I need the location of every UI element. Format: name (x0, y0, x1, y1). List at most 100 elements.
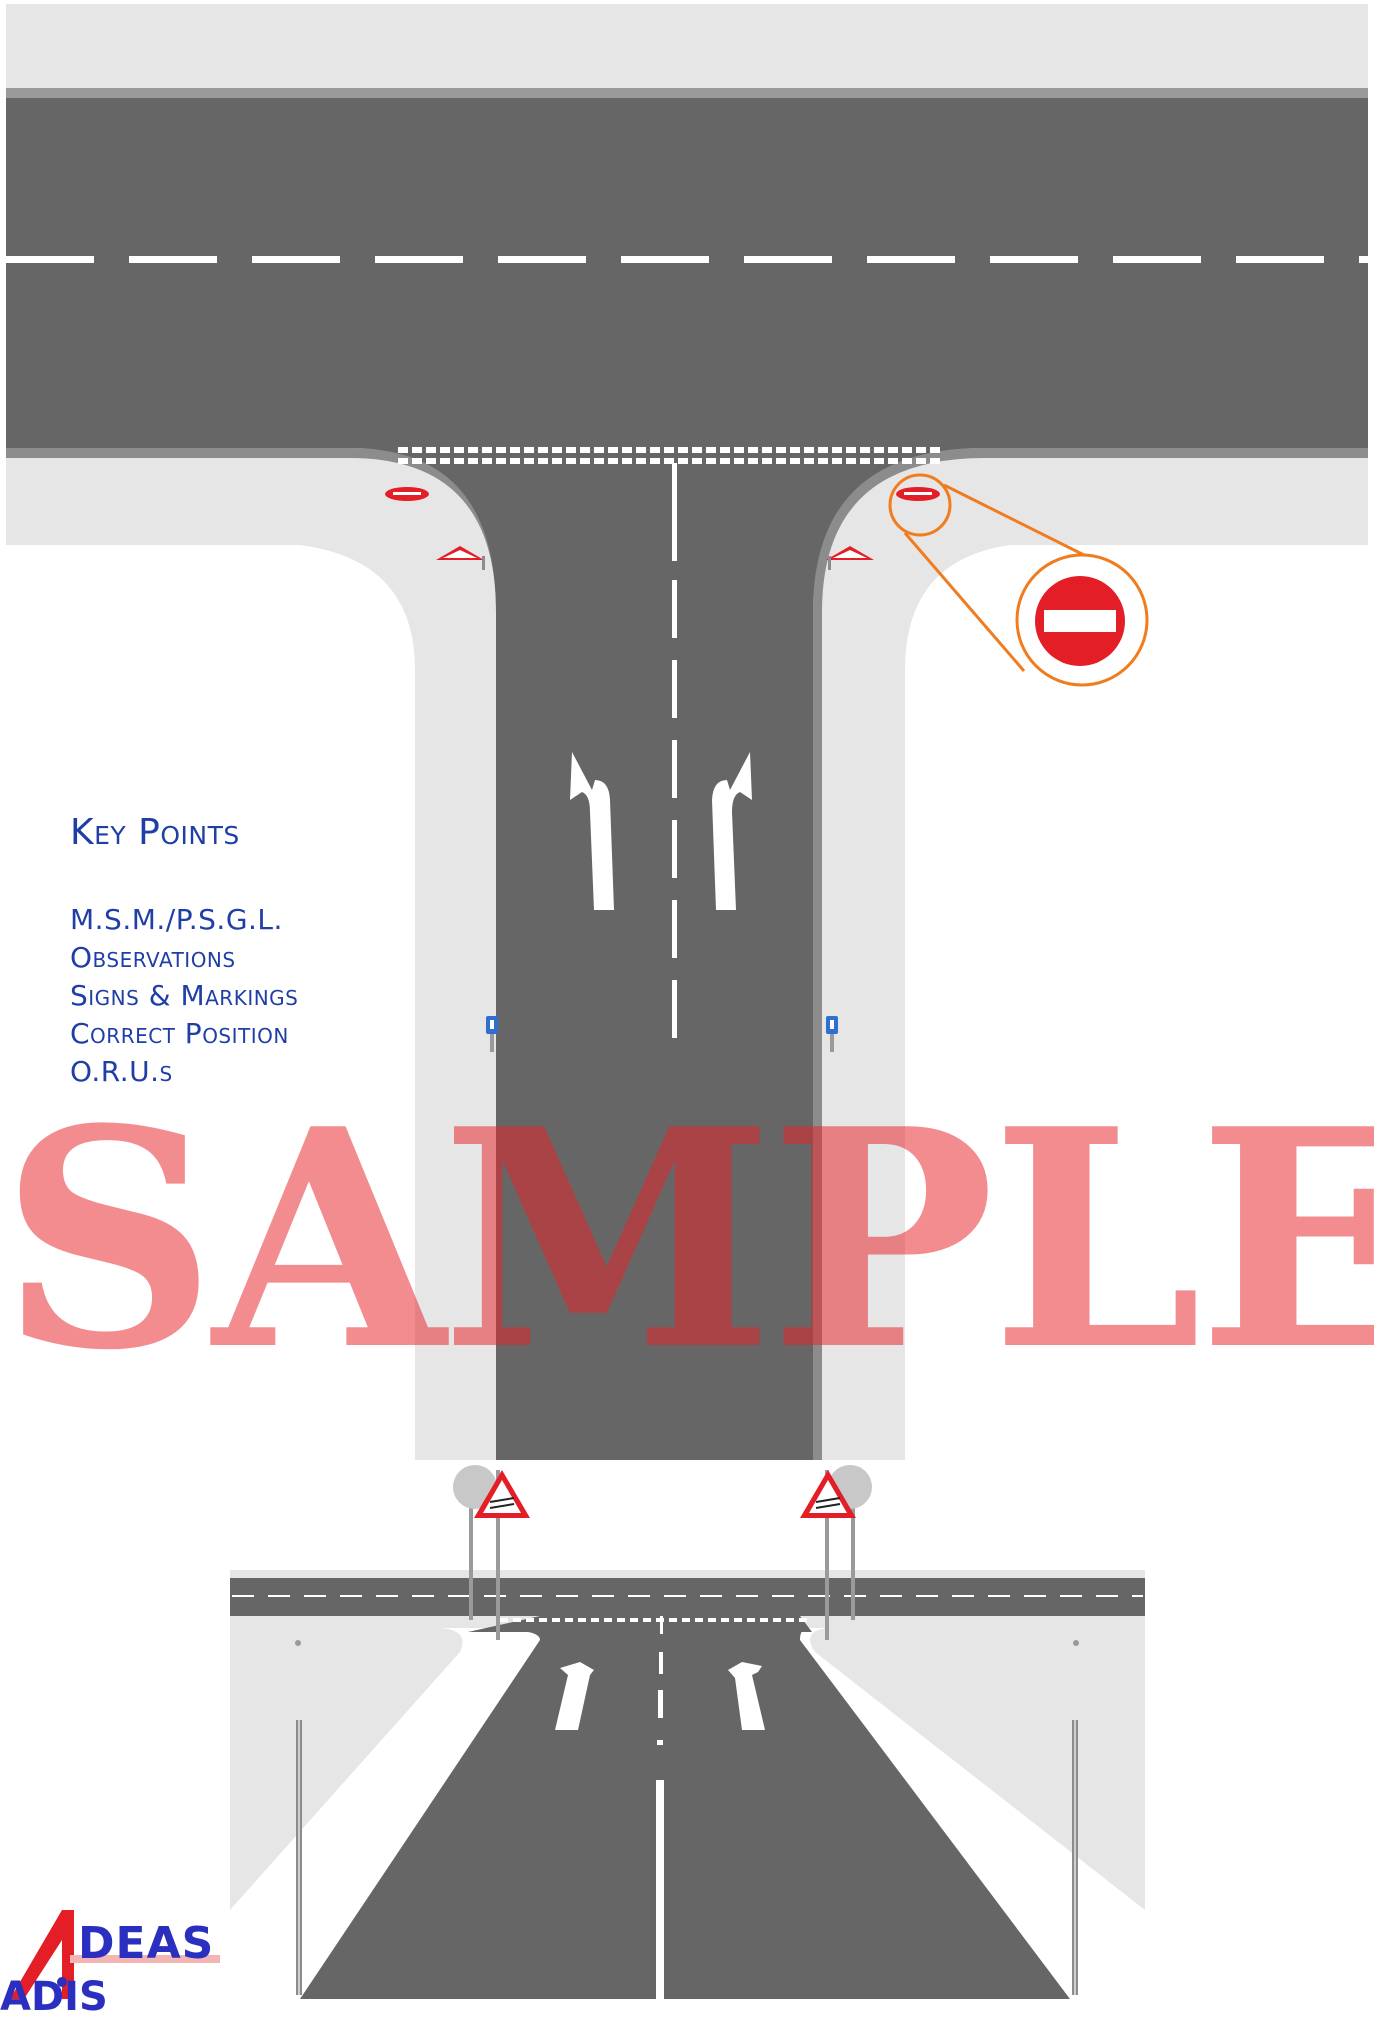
give-way-block (622, 458, 632, 464)
give-way-block (426, 458, 436, 464)
persp-side-road (300, 1630, 1070, 1999)
give-way-block (804, 447, 814, 453)
give-way-block (706, 458, 716, 464)
side-centre-dash (672, 580, 677, 638)
persp-verge-right (810, 1628, 1145, 1910)
give-way-block (454, 447, 464, 453)
give-way-block (426, 447, 436, 453)
side-road-verge-right (818, 448, 1368, 1460)
give-way-block (790, 447, 800, 453)
give-way-block (524, 458, 534, 464)
side-centre-dash (672, 820, 677, 878)
give-way-block (692, 447, 702, 453)
centre-dash (1113, 256, 1201, 263)
centre-dash (1359, 256, 1368, 263)
give-way-block (496, 458, 506, 464)
give-way-block (804, 458, 814, 464)
side-centre-dash (672, 740, 677, 798)
give-way-block (888, 447, 898, 453)
give-way-block (874, 458, 884, 464)
give-way-block (734, 447, 744, 453)
give-way-block (468, 458, 478, 464)
give-way-block (580, 447, 590, 453)
keep-left-bollard-right-icon (826, 1016, 838, 1052)
centre-dash (990, 256, 1078, 263)
give-way-block (664, 458, 674, 464)
logo-text-2: ADIS (0, 1974, 108, 2020)
give-way-block (776, 458, 786, 464)
centre-dash (621, 256, 709, 263)
give-way-block (776, 447, 786, 453)
warning-sign-left (436, 546, 485, 570)
give-way-block (916, 447, 926, 453)
side-road-verge-left (6, 448, 500, 1460)
give-way-block (468, 447, 478, 453)
persp-pole-right (1072, 1640, 1079, 1995)
give-way-block (734, 458, 744, 464)
give-way-block (790, 458, 800, 464)
give-way-block (566, 447, 576, 453)
give-way-block (748, 458, 758, 464)
key-point-item: Signs & Markings (70, 979, 299, 1012)
side-centre-dash (672, 900, 677, 958)
give-way-block (524, 447, 534, 453)
give-way-block (664, 447, 674, 453)
warning-sign-right (826, 546, 874, 570)
centre-dash (867, 256, 955, 263)
give-way-block (818, 447, 828, 453)
give-way-block (622, 447, 632, 453)
centre-dash (744, 256, 832, 263)
key-point-item: M.S.M./P.S.G.L. (70, 903, 283, 936)
give-way-block (762, 458, 772, 464)
key-point-item: Correct Position (70, 1017, 289, 1050)
give-way-block (720, 447, 730, 453)
give-way-block (748, 447, 758, 453)
give-way-block (832, 458, 842, 464)
side-road-centre-line (672, 463, 677, 1038)
side-road (350, 448, 985, 1460)
give-way-block (440, 447, 450, 453)
give-way-block (580, 458, 590, 464)
far-verge (6, 4, 1368, 92)
give-way-block (608, 447, 618, 453)
give-way-block (902, 458, 912, 464)
no-entry-sign-left (385, 487, 429, 501)
centre-dash (1236, 256, 1324, 263)
key-points-title: Key Points (70, 812, 240, 853)
side-centre-line (672, 463, 677, 561)
centre-dash (129, 256, 217, 263)
persp-centre-line (656, 1616, 664, 1999)
give-way-block (846, 458, 856, 464)
give-way-block (510, 458, 520, 464)
give-way-line (398, 447, 940, 464)
give-way-block (552, 447, 562, 453)
key-point-item: O.R.U.s (70, 1055, 173, 1088)
main-road-centre-line (6, 256, 1368, 263)
give-way-block (412, 458, 422, 464)
give-way-block (398, 447, 408, 453)
give-way-block (482, 458, 492, 464)
centre-dash (252, 256, 340, 263)
give-way-block (594, 458, 604, 464)
give-way-block (930, 447, 940, 453)
give-way-block (916, 458, 926, 464)
persp-pole-left (295, 1640, 302, 1995)
give-way-block (510, 447, 520, 453)
give-way-block (720, 458, 730, 464)
give-way-block (860, 458, 870, 464)
give-way-block (762, 447, 772, 453)
give-way-block (650, 447, 660, 453)
give-way-block (874, 447, 884, 453)
give-way-block (706, 447, 716, 453)
give-way-block (412, 447, 422, 453)
give-way-block (454, 458, 464, 464)
give-way-block (678, 447, 688, 453)
persp-warning-sign-left (453, 1465, 530, 1640)
t-junction-plan (6, 4, 1368, 1460)
key-point-item: Observations (70, 941, 236, 974)
give-way-block (566, 458, 576, 464)
centre-dash (498, 256, 586, 263)
far-kerb (6, 88, 1368, 98)
give-way-block (930, 458, 940, 464)
